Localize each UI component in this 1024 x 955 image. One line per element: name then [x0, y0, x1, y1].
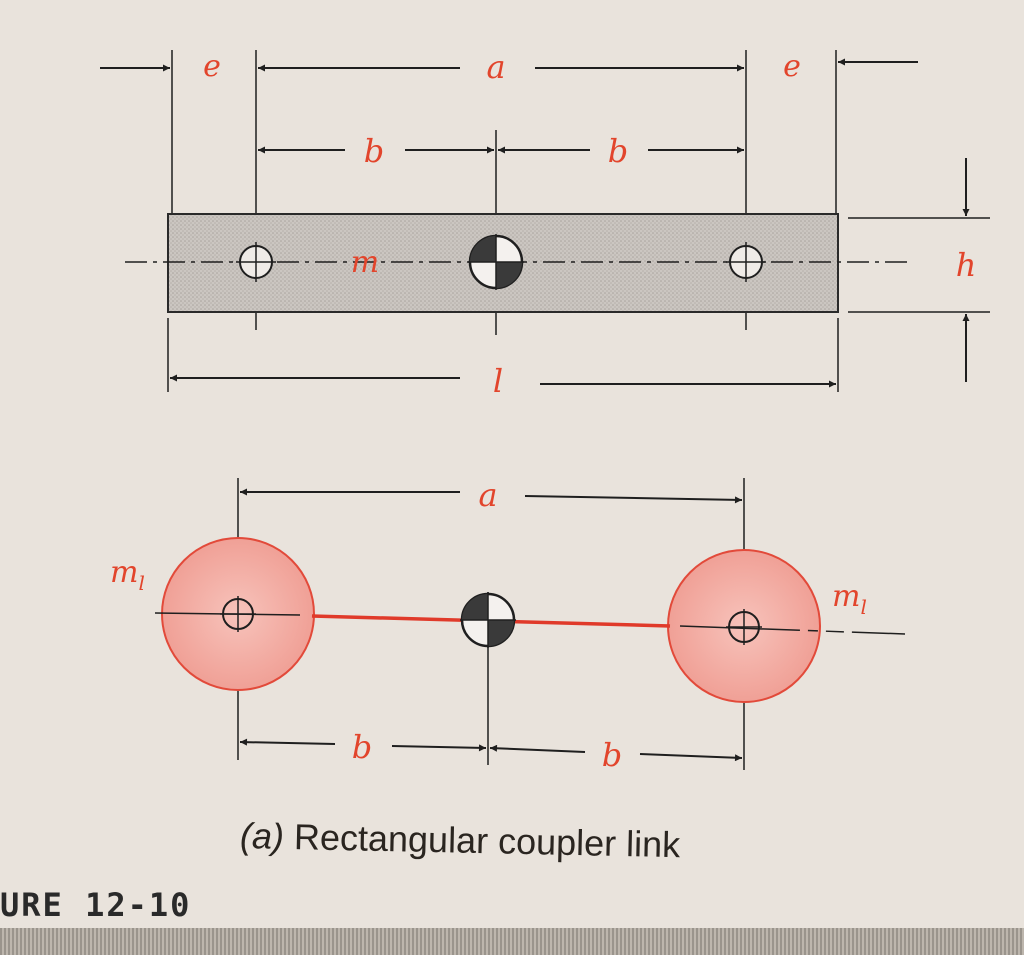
dim-arrow-b1-bottom-right: [391, 744, 487, 752]
label-a-top: a: [486, 48, 505, 86]
label-m-l-right: ml: [832, 579, 867, 619]
center-of-gravity-symbol-top: [468, 234, 524, 290]
dim-arrow-b2-bottom-right: [639, 753, 743, 762]
bottom-view: a ml ml b b: [110, 476, 906, 774]
page-edge-band: [0, 928, 1024, 955]
figure-number: URE 12-10: [0, 886, 192, 924]
pivot-hole-bottom-right: [726, 609, 762, 645]
pivot-hole-bottom-left: [220, 596, 256, 632]
label-e-right: e: [783, 49, 801, 84]
label-h: h: [956, 246, 977, 284]
top-view: e a e b b m h l: [100, 48, 990, 400]
label-a-bottom: a: [478, 476, 497, 514]
pivot-hole-right: [726, 242, 766, 282]
center-of-gravity-symbol-bottom: [460, 592, 516, 648]
label-b-top-left: b: [364, 132, 384, 170]
label-m-l-left-main: m: [110, 555, 138, 590]
label-m: m: [351, 245, 379, 280]
caption-text: Rectangular coupler link: [293, 816, 681, 866]
label-m-l-right-sub: l: [860, 595, 866, 619]
centerline-right: [679, 625, 906, 635]
label-b-bottom-left: b: [352, 728, 372, 766]
label-m-l-left: ml: [110, 555, 145, 595]
caption-tag: (a): [239, 815, 285, 857]
label-l: l: [493, 362, 503, 400]
label-m-l-right-main: m: [832, 579, 860, 614]
label-b-bottom-right: b: [602, 736, 622, 774]
dim-arrow-b1-bottom-left: [239, 738, 336, 746]
dim-arrow-b2-bottom-left: [489, 744, 586, 753]
dim-arrow-a-bottom-right: [524, 495, 743, 504]
label-m-l-left-sub: l: [138, 571, 144, 595]
pivot-hole-left: [236, 242, 276, 282]
label-e-left: e: [203, 49, 221, 84]
label-b-top-right: b: [608, 132, 628, 170]
